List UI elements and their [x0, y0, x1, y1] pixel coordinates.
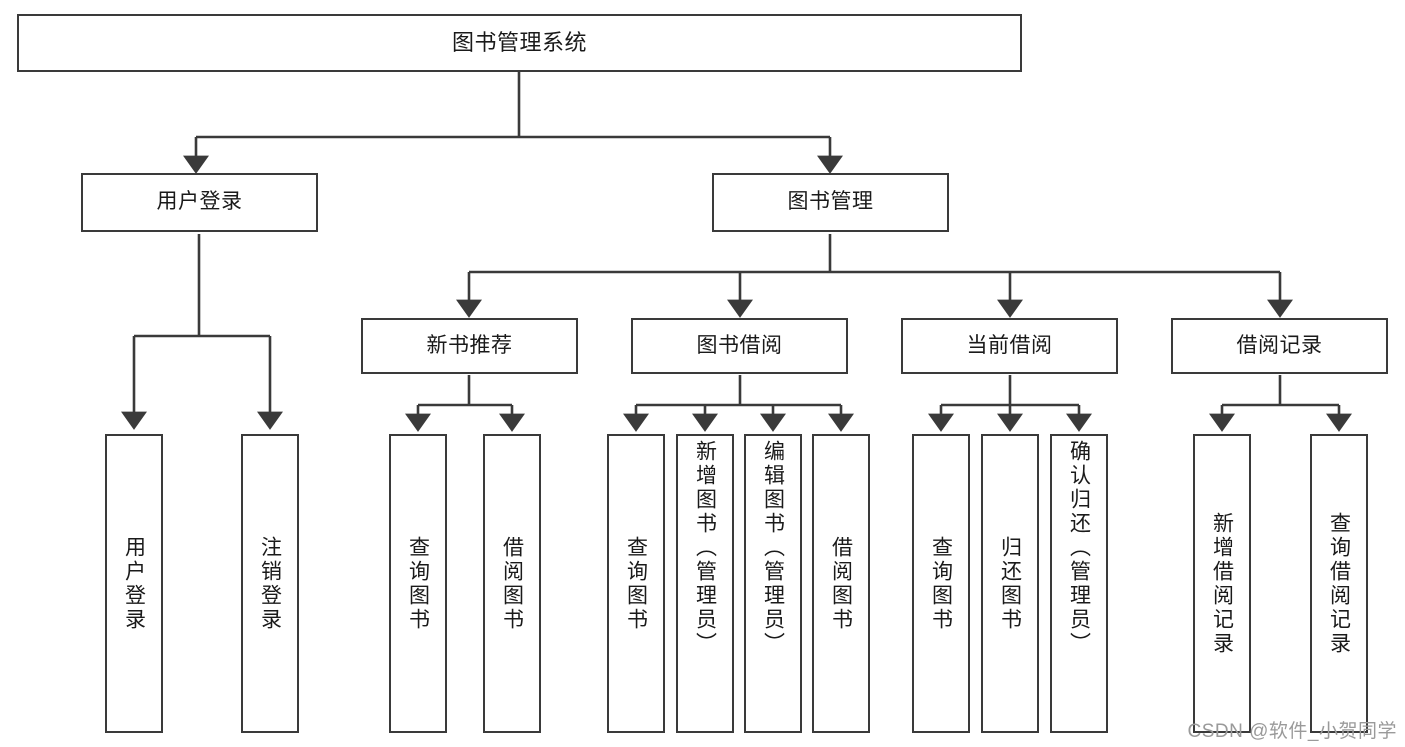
node-label: 确认归还（管理员）: [1067, 440, 1091, 656]
node-label: 图书管理: [787, 190, 874, 214]
node-label: 用户登录: [156, 190, 243, 214]
node-book-management[interactable]: 图书管理: [712, 173, 949, 232]
node-label: 借阅图书: [500, 535, 524, 632]
node-label: 新增借阅记录: [1210, 511, 1234, 656]
node-label: 图书管理系统: [451, 30, 587, 56]
node-current-borrow[interactable]: 当前借阅: [901, 318, 1118, 374]
leaf-current-borrow-return[interactable]: 归还图书: [981, 434, 1039, 733]
node-label: 图书借阅: [696, 333, 783, 357]
leaf-new-book-borrow[interactable]: 借阅图书: [483, 434, 541, 733]
node-label: 注销登录: [258, 535, 282, 632]
node-label: 新增图书（管理员）: [693, 440, 717, 656]
node-book-borrow[interactable]: 图书借阅: [631, 318, 848, 374]
leaf-borrow-record-query[interactable]: 查询借阅记录: [1310, 434, 1368, 733]
node-label: 查询借阅记录: [1327, 511, 1351, 656]
node-label: 查询图书: [929, 535, 953, 632]
node-label: 用户登录: [122, 535, 146, 632]
node-label: 查询图书: [406, 535, 430, 632]
leaf-book-borrow-lend[interactable]: 借阅图书: [812, 434, 870, 733]
leaf-book-borrow-edit-admin[interactable]: 编辑图书（管理员）: [744, 434, 802, 733]
leaf-borrow-record-add[interactable]: 新增借阅记录: [1193, 434, 1251, 733]
leaf-book-borrow-add-admin[interactable]: 新增图书（管理员）: [676, 434, 734, 733]
node-label: 新书推荐: [426, 333, 513, 357]
leaf-user-login-signout[interactable]: 注销登录: [241, 434, 299, 733]
node-label: 借阅图书: [829, 535, 853, 632]
watermark-text: CSDN @软件_小贺同学: [1187, 721, 1397, 742]
node-label: 当前借阅: [966, 333, 1053, 357]
leaf-current-borrow-query[interactable]: 查询图书: [912, 434, 970, 733]
node-root-book-management-system[interactable]: 图书管理系统: [17, 14, 1022, 72]
leaf-book-borrow-query[interactable]: 查询图书: [607, 434, 665, 733]
leaf-user-login-signin[interactable]: 用户登录: [105, 434, 163, 733]
node-new-book-recommend[interactable]: 新书推荐: [361, 318, 578, 374]
node-user-login[interactable]: 用户登录: [81, 173, 318, 232]
node-borrow-record[interactable]: 借阅记录: [1171, 318, 1388, 374]
node-label: 归还图书: [998, 535, 1022, 632]
leaf-current-borrow-confirm-admin[interactable]: 确认归还（管理员）: [1050, 434, 1108, 733]
leaf-new-book-query[interactable]: 查询图书: [389, 434, 447, 733]
node-label: 查询图书: [624, 535, 648, 632]
node-label: 编辑图书（管理员）: [761, 440, 785, 656]
node-label: 借阅记录: [1236, 333, 1323, 357]
